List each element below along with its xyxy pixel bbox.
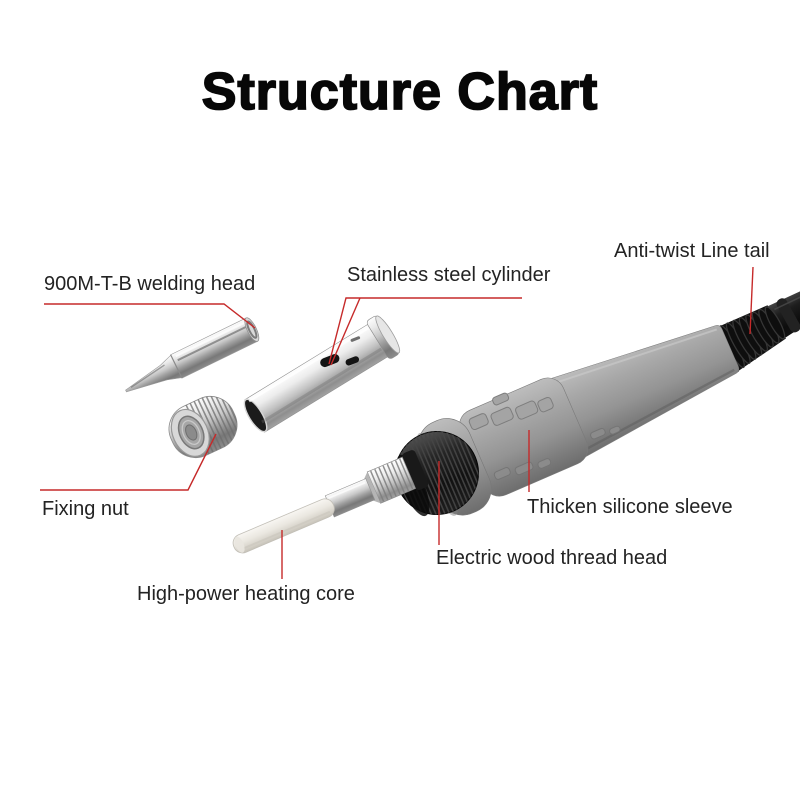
leader-line-tail [749, 266, 754, 335]
label-welding-head: 900M-T-B welding head [44, 273, 256, 295]
leader-welding-head [44, 303, 256, 329]
welding-head-part [125, 317, 260, 393]
grip-pads-upper [468, 392, 554, 431]
leader-lines [40, 266, 754, 579]
leader-cylinder-2 [330, 297, 361, 366]
label-fixing-nut: Fixing nut [42, 498, 129, 520]
page-title: Structure Chart [201, 62, 599, 122]
label-steel-cylinder: Stainless steel cylinder [347, 264, 551, 286]
label-silicone-sleeve: Thicken silicone sleeve [527, 496, 733, 518]
label-heating-core: High-power heating core [137, 583, 355, 605]
leader-cylinder [328, 297, 522, 365]
label-thread-head: Electric wood thread head [436, 547, 668, 569]
leader-fixing-nut [40, 433, 217, 491]
steel-cylinder-part [243, 315, 401, 433]
label-line-tail: Anti-twist Line tail [614, 240, 770, 262]
fixing-nut-part [168, 388, 246, 459]
collar-threads [370, 458, 414, 502]
heating-core-part [232, 450, 429, 554]
